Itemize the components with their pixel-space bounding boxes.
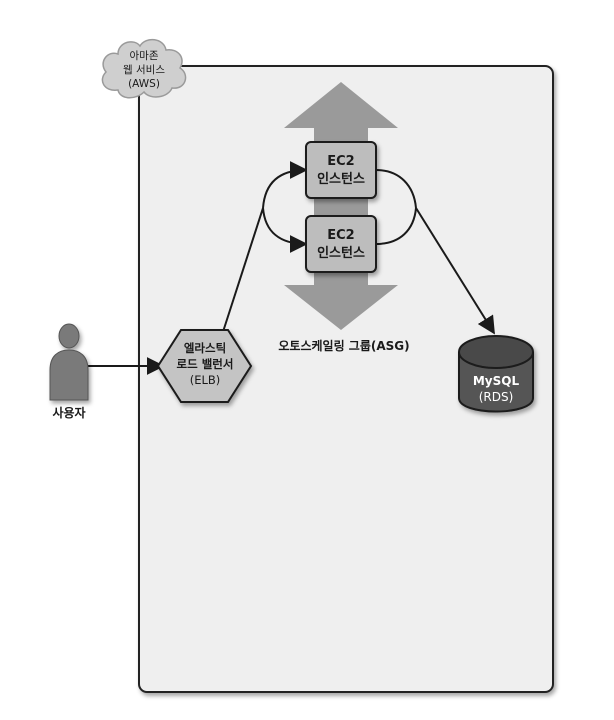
elb-label-line3: (ELB)	[190, 373, 221, 387]
ec2-instance-2-line1: EC2	[327, 228, 354, 243]
ec2-instance-1-line1: EC2	[327, 154, 354, 169]
elb-hexagon	[156, 329, 253, 403]
branch-to-instance1-line	[262, 161, 308, 209]
database-label-line1: MySQL	[473, 374, 520, 388]
cloud-shape	[101, 38, 187, 99]
elb-to-branch-line	[220, 207, 264, 339]
user-node: 사용자	[49, 323, 89, 420]
ec2-instance-2-line2: 인스턴스	[317, 245, 365, 261]
asg-label: 오토스케일링 그룹(ASG)	[278, 338, 409, 353]
cloud-label-line1: 아마존	[130, 50, 159, 62]
aws-panel	[138, 65, 554, 693]
ec2-instance-1-box	[305, 141, 377, 199]
user-label: 사용자	[52, 405, 85, 420]
ec2-instance-1: EC2 인스턴스	[305, 141, 377, 199]
elb-node: 엘라스틱 로드 밸런서 (ELB)	[156, 329, 253, 403]
merge-to-db-line	[415, 207, 495, 335]
instance2-to-merge-line	[375, 207, 417, 245]
instance1-to-merge-line	[375, 169, 417, 209]
database-icon	[458, 335, 534, 413]
elb-label-line2: 로드 밸런서	[177, 357, 234, 371]
cloud-label-line2: 웹 서비스	[123, 64, 165, 76]
ec2-instance-1-line2: 인스턴스	[317, 171, 365, 187]
user-icon	[49, 323, 89, 401]
connectors	[87, 161, 495, 375]
scaling-arrow	[284, 82, 398, 330]
database-label-line2: (RDS)	[479, 390, 514, 404]
cloud-label-line3: (AWS)	[128, 78, 160, 90]
ec2-instance-2: EC2 인스턴스	[305, 215, 377, 273]
aws-cloud: 아마존 웹 서비스 (AWS)	[101, 38, 187, 99]
database-node: MySQL (RDS)	[458, 335, 534, 413]
ec2-instance-2-box	[305, 215, 377, 273]
elb-label-line1: 엘라스틱	[184, 341, 226, 355]
branch-to-instance2-line	[262, 207, 308, 253]
scaling-arrow-shape	[284, 82, 398, 330]
